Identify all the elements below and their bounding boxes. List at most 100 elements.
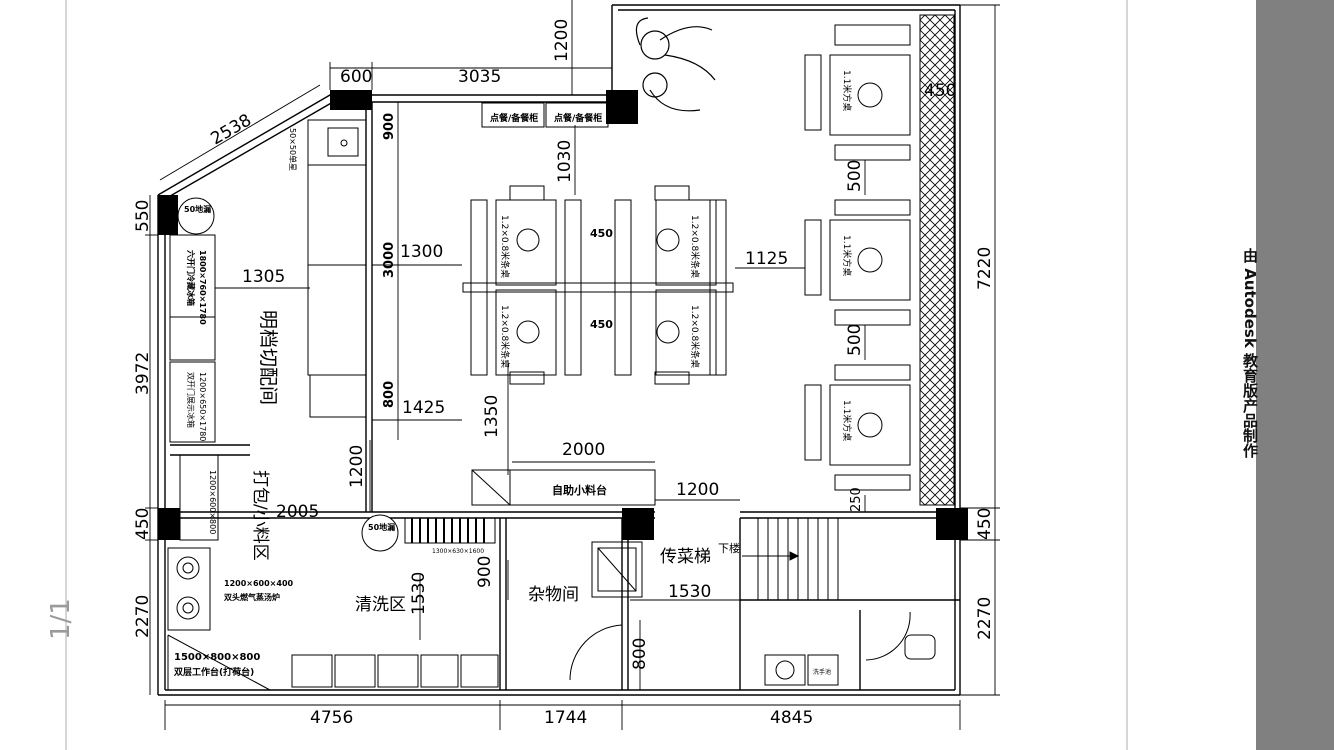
dim-1200-v: 1200 [347,445,367,488]
dim-2005: 2005 [276,502,319,522]
dim-900: 900 [382,113,397,140]
dim-2270-left: 2270 [133,595,153,638]
dim-800: 800 [382,381,397,408]
dim-1530-a: 1530 [409,572,429,615]
dim-600: 600 [340,67,372,87]
toilet [904,634,936,660]
table-label-1: 1.2×0.8米条桌 [499,215,511,278]
page-counter: 1/1 [46,598,76,640]
fridge-2-size: 1200×650×1780 [198,372,207,441]
dim-1530-b: 1530 [668,582,711,602]
table-label-2: 1.2×0.8米条桌 [689,215,701,278]
dish-rack [404,517,496,544]
viewer-sidebar [1256,0,1334,750]
square-table-2: 1.1米方桌 [841,235,853,276]
room-packing: 打包/小料区 [250,470,270,561]
dim-3035: 3035 [458,67,501,87]
dim-900-b: 900 [475,556,495,588]
table-label-4: 1.2×0.8米条桌 [689,305,701,368]
dim-3972: 3972 [133,352,153,395]
dish-rack-slats [411,518,485,543]
room-prep: 明档切配间 [257,310,279,405]
hand-sink [764,654,806,686]
dish-lift-diag [597,547,637,592]
prep-counters [169,119,367,541]
counter-diag [471,469,511,506]
dimension-labels: 600 3035 1200 2538 550 3972 450 2270 722… [133,19,995,728]
square-table-3: 1.1米方桌 [841,400,853,441]
dim-800-b: 800 [630,638,650,670]
room-storage: 杂物间 [528,585,579,605]
stove [167,547,271,691]
dining-tables [462,185,734,385]
dish-lift [591,541,643,598]
square-table-1: 1.1米方桌 [841,70,853,111]
dim-4756: 4756 [310,708,353,728]
dim-550: 550 [133,200,153,232]
dim-450-right: 450 [975,508,995,540]
dim-1125: 1125 [745,249,788,269]
dim-1305: 1305 [242,267,285,287]
stairs [742,518,839,600]
fridge-1-size: 1800×760×1780 [198,250,207,325]
structural-columns [158,90,968,540]
dim-1200-h: 1200 [676,480,719,500]
dish-rack-label: 1300×630×1600 [432,548,484,555]
hand-sink-bowl [775,660,795,680]
dim-450-left: 450 [133,508,153,540]
stove-desc: 双头燃气蒸汤炉 [224,592,280,602]
sink-units [291,654,499,688]
cabinet-small-label: 1200×600×800 [208,470,217,534]
fridge-2-desc: 双开门展示冰箱 [186,372,196,428]
dimension-lines [145,0,1000,730]
self-service-label: 自助小料台 [552,483,607,497]
floor-drain-1-label: 50地漏 [184,204,211,214]
stairs-down-label: 下楼 [718,541,740,555]
self-service-counter [471,469,656,506]
dim-2000: 2000 [562,440,605,460]
dim-450-top-right: 450 [924,81,956,101]
square-table-labels: 1.1米方桌 1.1米方桌 1.1米方桌 [841,70,853,441]
workbench-size: 1500×800×800 [174,652,260,663]
floor-drain-1 [177,197,215,235]
autodesk-watermark: 由 Autodesk 教育版产品制作 [1241,248,1259,459]
sink-label: 50×50单星 [288,128,298,171]
order-cabinet-2: 点餐/备餐柜 [554,112,602,124]
dim-500-a: 500 [845,160,865,192]
dim-1030: 1030 [555,140,575,183]
restroom-door [865,611,911,661]
square-tables [804,24,911,491]
order-cabinets [481,102,609,128]
dim-1300: 1300 [400,242,443,262]
hatched-wall [919,14,955,506]
dim-1744: 1744 [544,708,587,728]
dim-1200-top: 1200 [552,19,572,62]
dim-450-b: 450 [590,318,613,331]
dim-250: 250 [849,487,864,512]
workbench-desc: 双层工作台(打荷台) [174,666,254,678]
dim-450-a: 450 [590,227,613,240]
room-dish-lift: 传菜梯 [660,547,711,567]
dim-2270-right: 2270 [975,597,995,640]
floor-drain-2 [361,514,399,552]
fridge-1-desc: 六开门冷藏冰箱 [186,250,196,306]
dim-1350: 1350 [482,395,502,438]
hand-sink-label: 洗手池 [813,668,831,676]
stove-size: 1200×600×400 [224,579,294,588]
table-label-3: 1.2×0.8米条桌 [499,305,511,368]
storage-door [569,624,623,681]
decorative-plant [635,17,716,112]
room-labels: 明档切配间 清洗区 杂物间 传菜梯 打包/小料区 [250,310,711,615]
dim-500-b: 500 [845,324,865,356]
order-cabinet-1: 点餐/备餐柜 [490,112,538,124]
prep-labels: 50×50单星 1800×760×1780 六开门冷藏冰箱 1200×650×1… [186,128,298,534]
dim-4845: 4845 [770,708,813,728]
dim-7220: 7220 [975,247,995,290]
floor-drain-2-label: 50地漏 [368,522,395,532]
table-labels: 1.2×0.8米条桌 1.2×0.8米条桌 1.2×0.8米条桌 1.2×0.8… [499,215,701,368]
room-wash: 清洗区 [355,595,406,615]
dim-1425: 1425 [402,398,445,418]
mop-sink [807,654,839,686]
dish-lift-inner [597,547,637,592]
